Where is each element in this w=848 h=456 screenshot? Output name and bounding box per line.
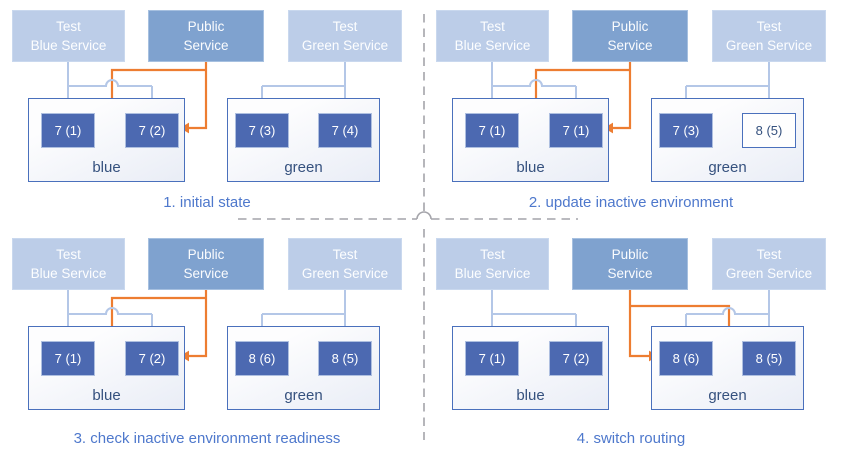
panel-caption: 4. switch routing bbox=[576, 430, 686, 447]
pod: 7 (4) bbox=[318, 113, 372, 148]
pod: 8 (6) bbox=[659, 341, 713, 376]
test-blue-service-label: Test Blue Service bbox=[30, 246, 107, 281]
public-service-box: Public Service bbox=[572, 238, 688, 290]
test-green-service-label: Test Green Service bbox=[301, 18, 389, 53]
public-service-label: Public Service bbox=[183, 246, 229, 281]
panel-switch-routing: Test Blue Service Public Service Test Gr… bbox=[424, 228, 848, 456]
green-environment-label: green bbox=[708, 387, 747, 404]
line-hop-arc bbox=[416, 211, 432, 220]
pod: 7 (3) bbox=[235, 113, 289, 148]
panel-caption: 2. update inactive environment bbox=[528, 194, 734, 211]
test-blue-service-box: Test Blue Service bbox=[12, 10, 125, 62]
pod: 7 (1) bbox=[41, 113, 95, 148]
blue-environment-label: blue bbox=[516, 387, 545, 404]
test-blue-service-label: Test Blue Service bbox=[30, 18, 107, 53]
test-blue-service-box: Test Blue Service bbox=[12, 238, 125, 290]
public-service-label: Public Service bbox=[607, 246, 653, 281]
pod: 7 (2) bbox=[125, 113, 179, 148]
test-green-service-label: Test Green Service bbox=[725, 246, 813, 281]
panel-caption: 3. check inactive environment readiness bbox=[73, 430, 341, 447]
green-environment-label: green bbox=[284, 159, 323, 176]
pod: 8 (6) bbox=[235, 341, 289, 376]
test-green-service-label: Test Green Service bbox=[725, 18, 813, 53]
panel-update-inactive: Test Blue Service Public Service Test Gr… bbox=[424, 0, 848, 228]
test-blue-service-label: Test Blue Service bbox=[454, 246, 531, 281]
test-blue-service-box: Test Blue Service bbox=[436, 238, 549, 290]
public-service-label: Public Service bbox=[183, 18, 229, 53]
public-service-box: Public Service bbox=[572, 10, 688, 62]
green-environment-label: green bbox=[708, 159, 747, 176]
blue-environment-label: blue bbox=[92, 159, 121, 176]
pod: 7 (1) bbox=[465, 341, 519, 376]
pod: 7 (2) bbox=[125, 341, 179, 376]
blue-environment-label: blue bbox=[516, 159, 545, 176]
test-green-service-label: Test Green Service bbox=[301, 246, 389, 281]
pod: 7 (2) bbox=[549, 341, 603, 376]
green-environment-label: green bbox=[284, 387, 323, 404]
pod: 7 (1) bbox=[465, 113, 519, 148]
pod: 8 (5) bbox=[742, 341, 796, 376]
test-green-service-box: Test Green Service bbox=[288, 10, 402, 62]
pod: 8 (5) bbox=[318, 341, 372, 376]
pod: 7 (1) bbox=[549, 113, 603, 148]
test-blue-service-label: Test Blue Service bbox=[454, 18, 531, 53]
test-blue-service-box: Test Blue Service bbox=[436, 10, 549, 62]
panel-check-readiness: Test Blue Service Public Service Test Gr… bbox=[0, 228, 424, 456]
panel-initial-state: Test Blue Service Public Service Test Gr… bbox=[0, 0, 424, 228]
pod: 8 (5) bbox=[742, 113, 796, 148]
test-green-service-box: Test Green Service bbox=[712, 238, 826, 290]
public-service-box: Public Service bbox=[148, 238, 264, 290]
public-service-label: Public Service bbox=[607, 18, 653, 53]
test-green-service-box: Test Green Service bbox=[288, 238, 402, 290]
test-green-service-box: Test Green Service bbox=[712, 10, 826, 62]
pod: 7 (1) bbox=[41, 341, 95, 376]
blue-environment-label: blue bbox=[92, 387, 121, 404]
pod: 7 (3) bbox=[659, 113, 713, 148]
public-service-box: Public Service bbox=[148, 10, 264, 62]
panel-caption: 1. initial state bbox=[163, 194, 251, 211]
